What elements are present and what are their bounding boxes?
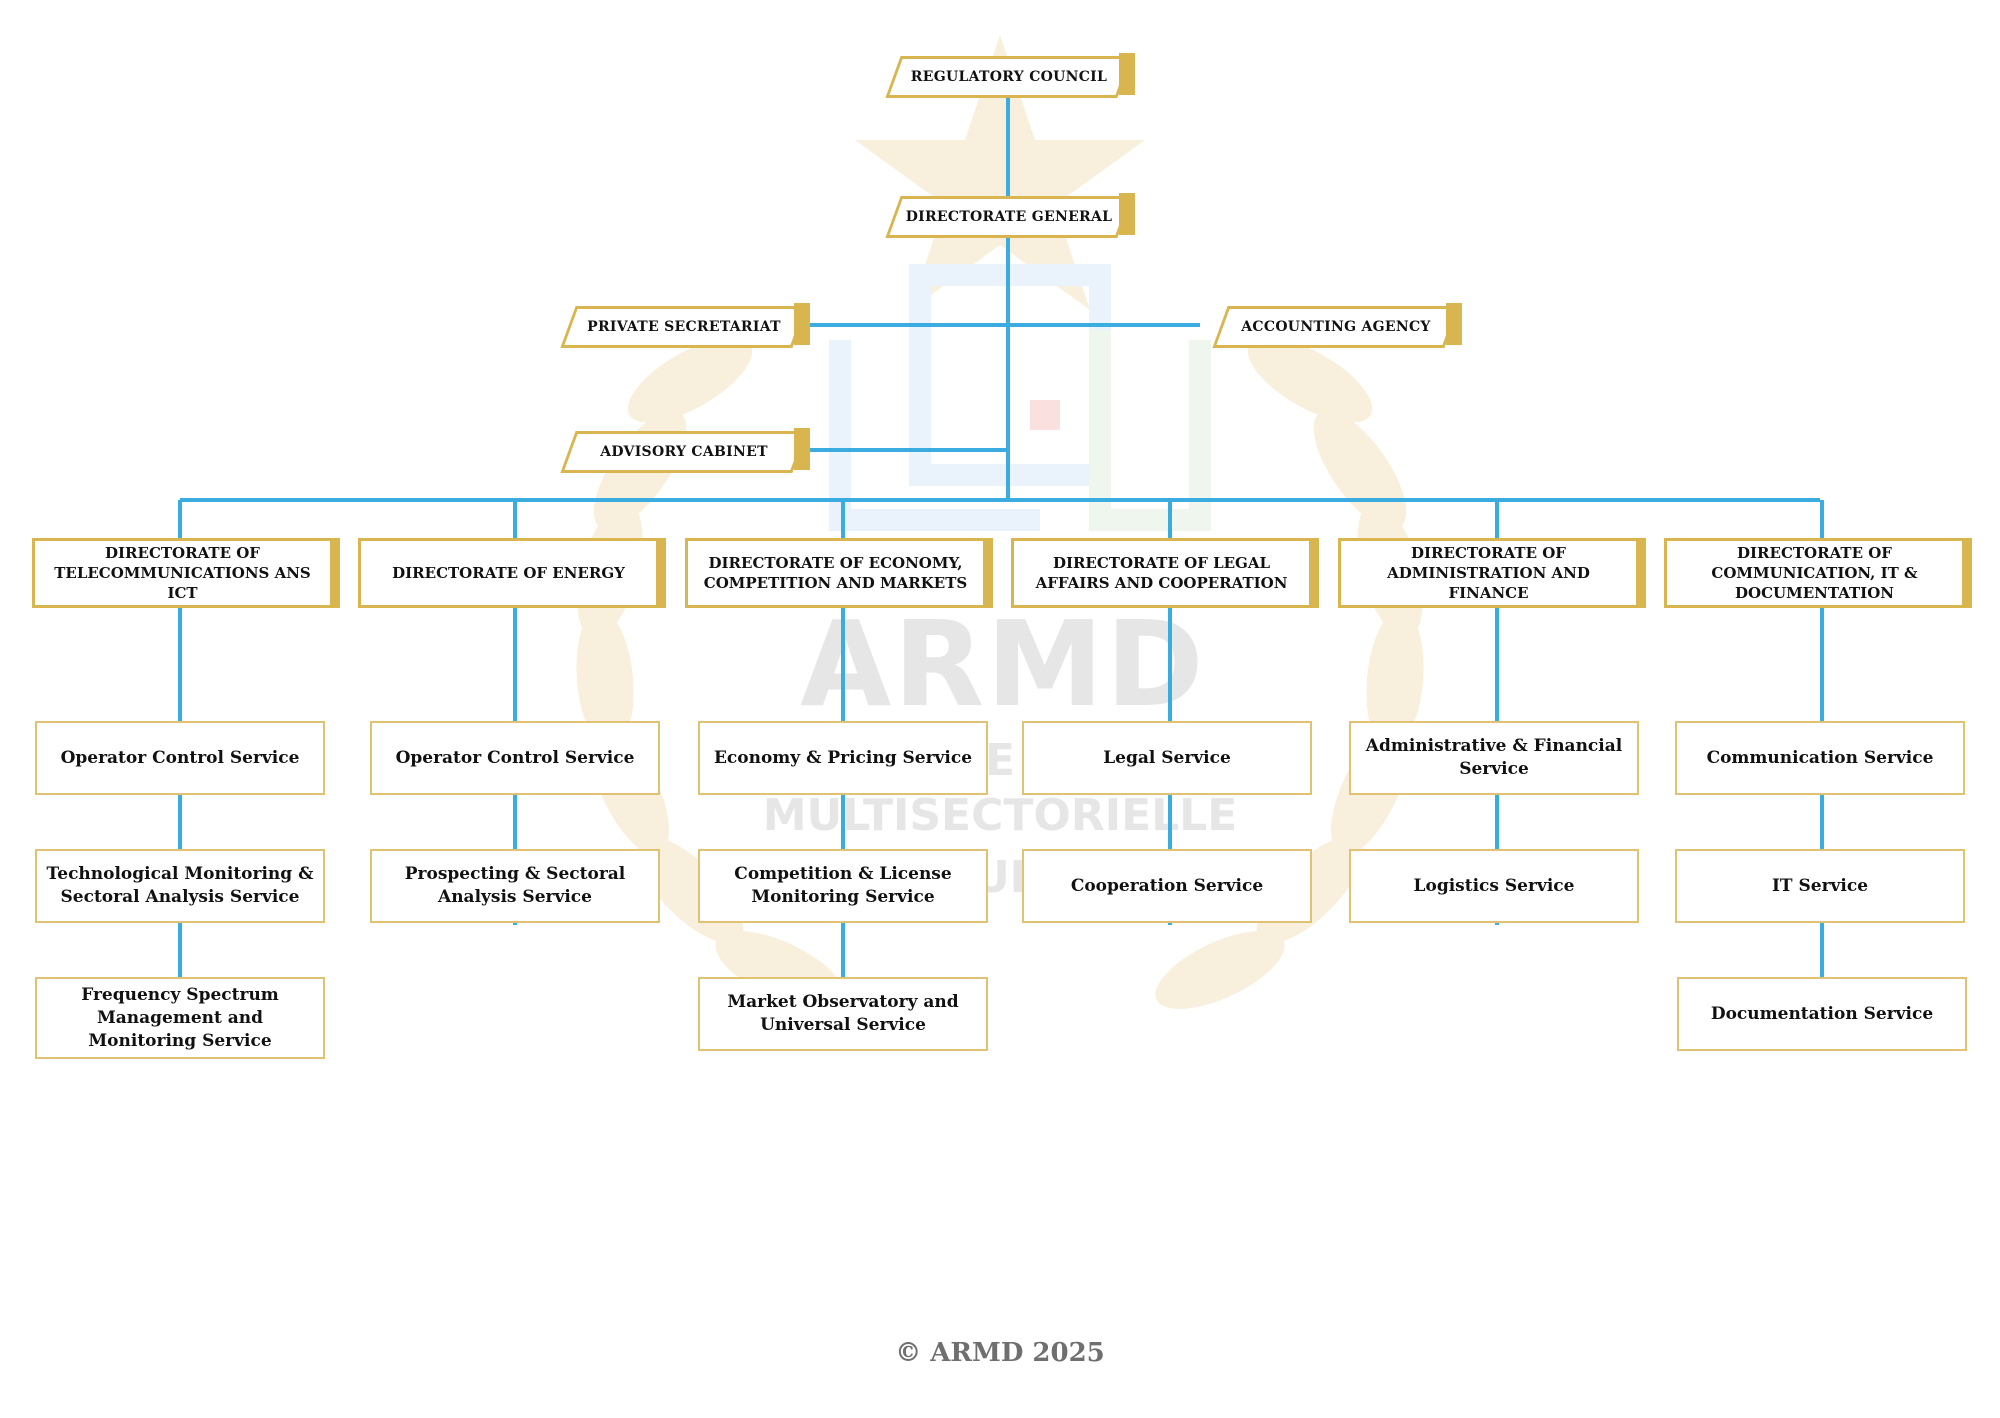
service-label: Logistics Service <box>1413 875 1575 896</box>
directorate-box-legal: DIRECTORATE OF LEGAL AFFAIRS AND COOPERA… <box>1011 538 1319 608</box>
accounting-agency-box: ACCOUNTING AGENCY <box>1212 303 1462 348</box>
service-label: Economy & Pricing Service <box>713 747 973 768</box>
directorate-box-administration: DIRECTORATE OF ADMINISTRATION AND FINANC… <box>1338 538 1646 608</box>
service-label: Communication Service <box>1706 747 1934 768</box>
accounting-agency-label: ACCOUNTING AGENCY <box>1241 319 1431 335</box>
service-label: Documentation Service <box>1710 1003 1934 1024</box>
directorate-title: DIRECTORATE OF TELECOMMUNICATIONS ANS IC… <box>54 544 311 602</box>
service-label: Technological Monitoring & Sectoral Anal… <box>46 864 314 907</box>
service-label: Administrative & Financial Service <box>1365 736 1623 779</box>
copyright-footer: © ARMD 2025 <box>895 1338 1105 1368</box>
service-box: Economy & Pricing Service <box>698 721 988 795</box>
advisory-cabinet-box: ADVISORY CABINET <box>560 428 810 473</box>
service-box: Operator Control Service <box>35 721 325 795</box>
service-label: IT Service <box>1771 875 1869 896</box>
service-label: Frequency Spectrum Management and Monito… <box>81 984 279 1051</box>
directorate-box-communication: DIRECTORATE OF COMMUNICATION, IT & DOCUM… <box>1664 538 1972 608</box>
service-box: Cooperation Service <box>1022 849 1312 923</box>
service-label: Cooperation Service <box>1070 875 1264 896</box>
service-box: IT Service <box>1675 849 1965 923</box>
service-label: Competition & License Monitoring Service <box>734 864 952 907</box>
service-box: Prospecting & Sectoral Analysis Service <box>370 849 660 923</box>
directorate-box-economy: DIRECTORATE OF ECONOMY, COMPETITION AND … <box>685 538 993 608</box>
private-secretariat-box: PRIVATE SECRETARIAT <box>560 303 810 348</box>
directorate-general-label: DIRECTORATE GENERAL <box>905 209 1113 225</box>
service-box: Operator Control Service <box>370 721 660 795</box>
directorate-general-box: DIRECTORATE GENERAL <box>885 193 1135 238</box>
directorate-title: DIRECTORATE OF ECONOMY, COMPETITION AND … <box>703 554 968 592</box>
directorate-title: DIRECTORATE OF COMMUNICATION, IT & DOCUM… <box>1711 544 1918 602</box>
regulatory-council-label: REGULATORY COUNCIL <box>910 69 1108 85</box>
directorate-title: DIRECTORATE OF ENERGY <box>392 564 625 582</box>
service-box: Logistics Service <box>1349 849 1639 923</box>
service-box: Competition & License Monitoring Service <box>698 849 988 923</box>
regulatory-council-box: REGULATORY COUNCIL <box>885 53 1135 98</box>
service-box: Frequency Spectrum Management and Monito… <box>35 977 325 1059</box>
service-label: Prospecting & Sectoral Analysis Service <box>404 864 626 907</box>
service-box: Technological Monitoring & Sectoral Anal… <box>35 849 325 923</box>
service-label: Operator Control Service <box>60 747 300 768</box>
service-label: Market Observatory and Universal Service <box>727 992 959 1035</box>
service-label: Legal Service <box>1103 747 1231 768</box>
service-box: Administrative & Financial Service <box>1349 721 1639 795</box>
service-box: Documentation Service <box>1677 977 1967 1051</box>
service-box: Market Observatory and Universal Service <box>698 977 988 1051</box>
directorate-title: DIRECTORATE OF LEGAL AFFAIRS AND COOPERA… <box>1035 554 1288 592</box>
service-label: Operator Control Service <box>395 747 635 768</box>
directorate-box-energy: DIRECTORATE OF ENERGY <box>358 538 666 608</box>
service-box: Legal Service <box>1022 721 1312 795</box>
directorate-box-telecommunications: DIRECTORATE OF TELECOMMUNICATIONS ANS IC… <box>32 538 340 608</box>
private-secretariat-label: PRIVATE SECRETARIAT <box>587 319 781 335</box>
advisory-cabinet-label: ADVISORY CABINET <box>600 444 768 460</box>
directorate-title: DIRECTORATE OF ADMINISTRATION AND FINANC… <box>1387 544 1590 602</box>
service-box: Communication Service <box>1675 721 1965 795</box>
